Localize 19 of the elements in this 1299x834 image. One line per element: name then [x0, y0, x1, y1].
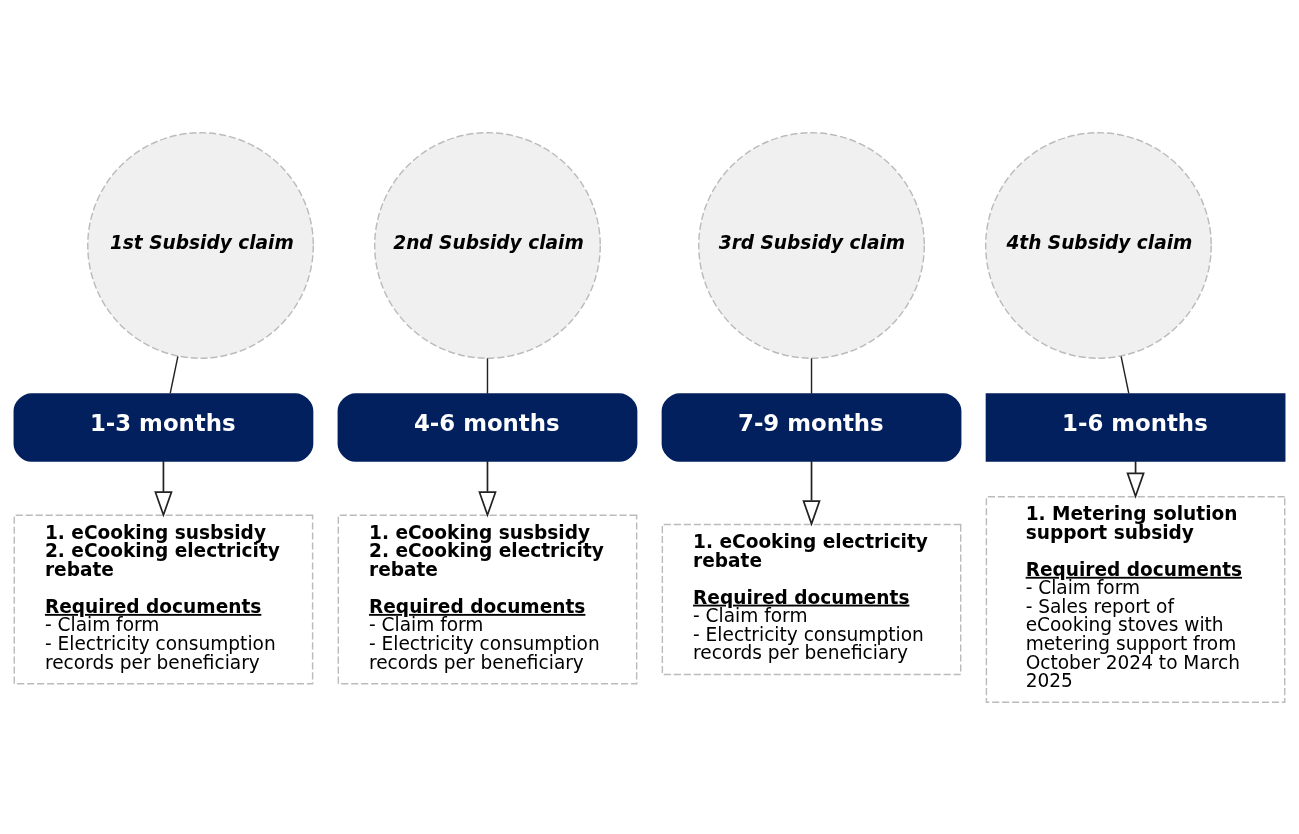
node-circle: 1st Subsidy claim	[87, 131, 315, 359]
node-box: 1. eCooking susbsidy 2. eCooking electricity rebate Required documents - Claim form - Electricity consumption records per beneficiary	[337, 514, 638, 684]
arrow	[154, 459, 173, 518]
node-box: 7-9 months	[661, 392, 962, 462]
node-box: 1. eCooking susbsidy 2. eCooking electricity rebate Required documents - Claim form - Electricity consumption records per beneficiary	[13, 514, 314, 684]
arrow	[802, 459, 821, 526]
connector	[486, 357, 489, 394]
node-box: 1-3 months	[13, 392, 314, 462]
connector	[1120, 355, 1130, 394]
node-box: 1. Metering solution support subsidy Required documents - Claim form - Sales report of eCooking stoves with metering support from October 2024 to March 2025	[985, 495, 1286, 703]
node-circle: 2nd Subsidy claim	[374, 131, 601, 359]
node-circle: 3rd Subsidy claim	[698, 131, 925, 359]
arrow	[478, 459, 497, 518]
node-circle: 4th Subsidy claim	[984, 131, 1212, 359]
connector	[169, 355, 179, 394]
node-box: 4-6 months	[337, 392, 638, 462]
connector	[810, 357, 813, 394]
node-box: 1-6 months	[985, 392, 1286, 462]
node-box: 1. eCooking electricity rebate Required documents - Claim form - Electricity consumption records per beneficiary	[661, 523, 962, 675]
